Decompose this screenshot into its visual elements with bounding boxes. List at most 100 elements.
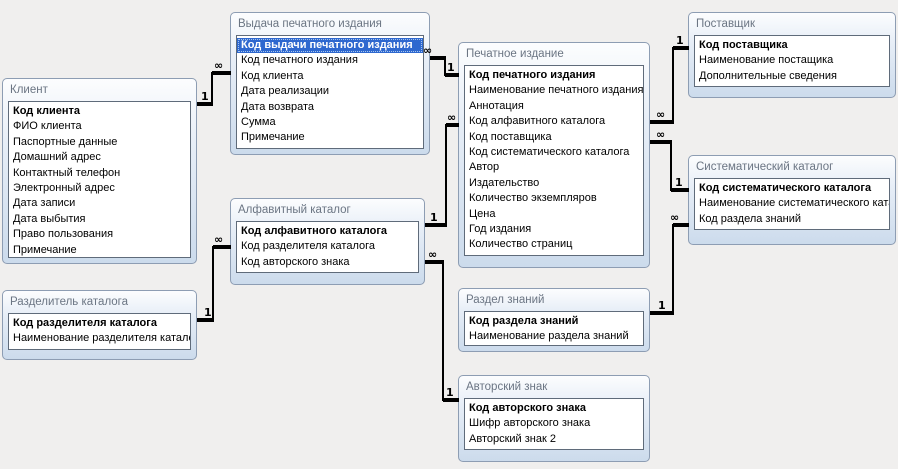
field-row[interactable]: Аннотация (469, 99, 524, 112)
relationship-line-segment[interactable] (211, 72, 213, 105)
table-title[interactable]: Систематический каталог (696, 161, 834, 173)
relationship-line-segment[interactable] (672, 47, 674, 123)
relationship-line-segment[interactable] (446, 123, 459, 127)
field-row[interactable]: Код печатного издания (241, 54, 358, 67)
relationship-line-segment[interactable] (425, 223, 447, 227)
relationship-line-segment[interactable] (673, 223, 689, 227)
field-row-primary-key[interactable]: Код печатного издания (469, 69, 596, 81)
cardinality-one-label: 1 (201, 90, 209, 103)
field-row[interactable]: Код поставщика (469, 130, 552, 143)
field-row[interactable]: Издательство (469, 176, 540, 189)
field-row[interactable]: Право пользования (13, 228, 114, 241)
cardinality-many-label: ∞ (214, 233, 224, 246)
relationship-line-segment[interactable] (425, 260, 444, 264)
field-row[interactable]: Сумма (241, 115, 276, 128)
field-row[interactable]: Примечание (13, 243, 77, 256)
field-row[interactable]: Дата выбытия (13, 212, 86, 225)
cardinality-one-label: 1 (446, 386, 454, 399)
cardinality-one-label: 1 (675, 176, 683, 189)
relationship-line-segment[interactable] (650, 311, 674, 315)
table-title[interactable]: Поставщик (696, 18, 755, 30)
table-title[interactable]: Выдача печатного издания (238, 18, 382, 30)
field-row[interactable]: Авторский знак 2 (469, 432, 556, 445)
relationship-line-segment[interactable] (197, 318, 214, 322)
field-row[interactable]: Код раздела знаний (699, 212, 802, 225)
cardinality-many-label: ∞ (670, 211, 680, 224)
field-row[interactable]: Код клиента (241, 69, 304, 82)
relationship-line-segment[interactable] (671, 188, 689, 192)
cardinality-one-label: 1 (676, 34, 684, 47)
field-row[interactable]: Примечание (241, 131, 305, 144)
field-row[interactable]: Паспортные данные (13, 135, 118, 148)
field-row[interactable]: Домашний адрес (13, 151, 101, 164)
field-row-primary-key[interactable]: Код алфавитного каталога (241, 225, 388, 237)
relationship-line-segment[interactable] (444, 57, 446, 76)
field-row-primary-key[interactable]: Код разделителя каталога (13, 317, 157, 329)
field-row[interactable]: Наименование постащика (699, 54, 834, 67)
field-row[interactable]: Год издания (469, 222, 532, 235)
field-row-primary-key[interactable]: Код поставщика (699, 39, 788, 51)
relationship-line-segment[interactable] (212, 246, 214, 321)
table-title[interactable]: Печатное издание (466, 48, 564, 60)
table-title[interactable]: Раздел знаний (466, 294, 545, 306)
field-row[interactable]: Автор (469, 161, 500, 174)
field-row[interactable]: Дата реализации (241, 85, 330, 98)
field-row[interactable]: Наименование разделителя каталога (13, 332, 190, 345)
table-title[interactable]: Разделитель каталога (10, 296, 129, 308)
field-row[interactable]: Шифр авторского знака (469, 417, 591, 430)
field-row[interactable]: Дата возврата (241, 100, 315, 113)
field-row[interactable]: Количество экземпляров (469, 192, 597, 205)
cardinality-many-label: ∞ (656, 128, 666, 141)
relationship-line-segment[interactable] (650, 140, 672, 144)
table-title[interactable]: Клиент (10, 84, 48, 96)
field-row[interactable]: Код алфавитного каталога (469, 115, 606, 128)
relationship-line-segment[interactable] (672, 224, 674, 314)
field-row[interactable]: Код систематического каталога (469, 145, 630, 158)
relationship-line-segment[interactable] (650, 120, 674, 124)
relationship-line-segment[interactable] (213, 245, 231, 249)
field-row[interactable]: Контактный телефон (13, 166, 121, 179)
relationship-line-segment[interactable] (212, 71, 231, 75)
field-row-primary-key[interactable]: Код выдачи печатного издания (237, 38, 423, 54)
relationship-line-segment[interactable] (445, 73, 459, 77)
field-row[interactable]: Количество страниц (469, 238, 573, 251)
field-row[interactable]: Код разделителя каталога (241, 240, 376, 253)
field-row[interactable]: Наименование систематического каталога (699, 197, 889, 210)
field-row[interactable]: Цена (469, 207, 496, 220)
relationship-line-segment[interactable] (445, 124, 447, 226)
relationship-line-segment[interactable] (430, 56, 446, 60)
field-row[interactable]: Наименование печатного издания (469, 84, 643, 97)
field-row-primary-key[interactable]: Код раздела знаний (469, 315, 579, 327)
table-title[interactable]: Алфавитный каталог (238, 204, 351, 216)
field-row-primary-key[interactable]: Код систематического каталога (699, 182, 872, 194)
field-row[interactable]: Наименование раздела знаний (469, 330, 629, 343)
cardinality-many-label: ∞ (214, 59, 224, 72)
relationship-line-segment[interactable] (443, 398, 459, 402)
relationship-line-segment[interactable] (670, 141, 672, 191)
field-row-primary-key[interactable]: Код клиента (13, 105, 80, 117)
field-row[interactable]: Дополнительные сведения (699, 69, 837, 82)
relationship-line-segment[interactable] (673, 46, 689, 50)
field-row[interactable]: Электронный адрес (13, 181, 115, 194)
field-row[interactable]: Код авторского знака (241, 255, 350, 268)
field-row[interactable]: Дата записи (13, 197, 76, 210)
relationship-line-segment[interactable] (442, 261, 444, 401)
table-title[interactable]: Авторский знак (466, 381, 548, 393)
field-row-primary-key[interactable]: Код авторского знака (469, 402, 587, 414)
relationship-line-segment[interactable] (197, 102, 213, 106)
field-row[interactable]: ФИО клиента (13, 120, 82, 133)
